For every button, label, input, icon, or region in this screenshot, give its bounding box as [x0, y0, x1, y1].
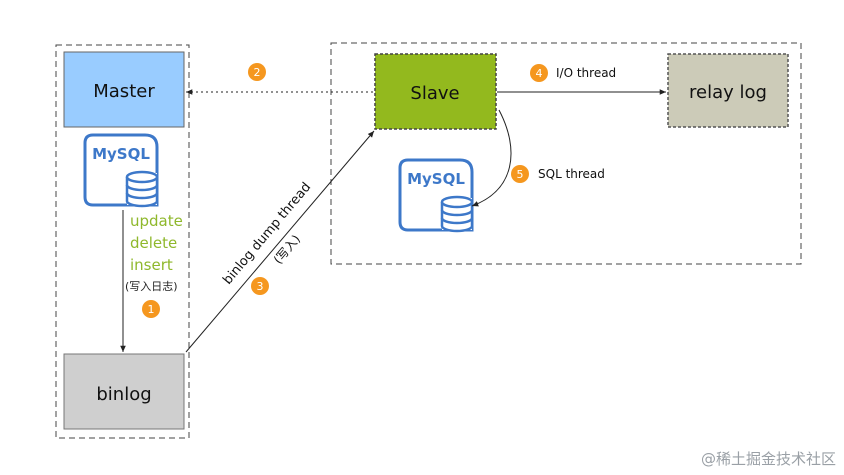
master-group-border [55, 44, 190, 439]
database-cylinder-icon [125, 170, 159, 208]
step-badge-1: 1 [142, 300, 160, 318]
edge-slave-to-mysql [471, 109, 512, 207]
master-label: Master [93, 81, 155, 102]
sql-thread-label: SQL thread [538, 167, 605, 181]
operation-update: update [130, 212, 183, 230]
mysql-database-icon: MySQL [83, 133, 159, 208]
operation-delete: delete [130, 234, 177, 252]
relay-log-label: relay log [689, 82, 767, 103]
dump-thread-label: binlog dump thread [220, 180, 314, 288]
write-log-note: (写入日志) [125, 280, 178, 293]
step-number-4: 4 [536, 67, 543, 80]
step-number-5: 5 [517, 168, 524, 181]
mysql-logo-text: MySQL [407, 170, 465, 188]
step-number-1: 1 [148, 303, 155, 316]
binlog-label: binlog [96, 384, 151, 405]
watermark: @稀土掘金技术社区 [701, 450, 836, 468]
mysql-database-icon: MySQL [398, 158, 474, 233]
step-number-2: 2 [254, 66, 261, 79]
mysql-logo-text: MySQL [92, 145, 150, 163]
step-number-3: 3 [257, 280, 264, 293]
relay-log-node [667, 53, 789, 128]
step-badge-4: 4 [530, 64, 548, 82]
slave-group-border [330, 42, 802, 265]
step-badge-3: 3 [251, 277, 269, 295]
write-note: (写入) [271, 232, 303, 267]
step-badge-2: 2 [248, 63, 266, 81]
operation-insert: insert [130, 256, 173, 274]
database-cylinder-icon [440, 195, 474, 233]
step-badge-5: 5 [511, 165, 529, 183]
edge-binlog-to-slave [185, 130, 375, 353]
binlog-node [63, 353, 185, 430]
slave-label: Slave [410, 83, 459, 104]
master-node [63, 51, 185, 128]
io-thread-label: I/O thread [556, 66, 616, 80]
slave-node [374, 53, 497, 130]
